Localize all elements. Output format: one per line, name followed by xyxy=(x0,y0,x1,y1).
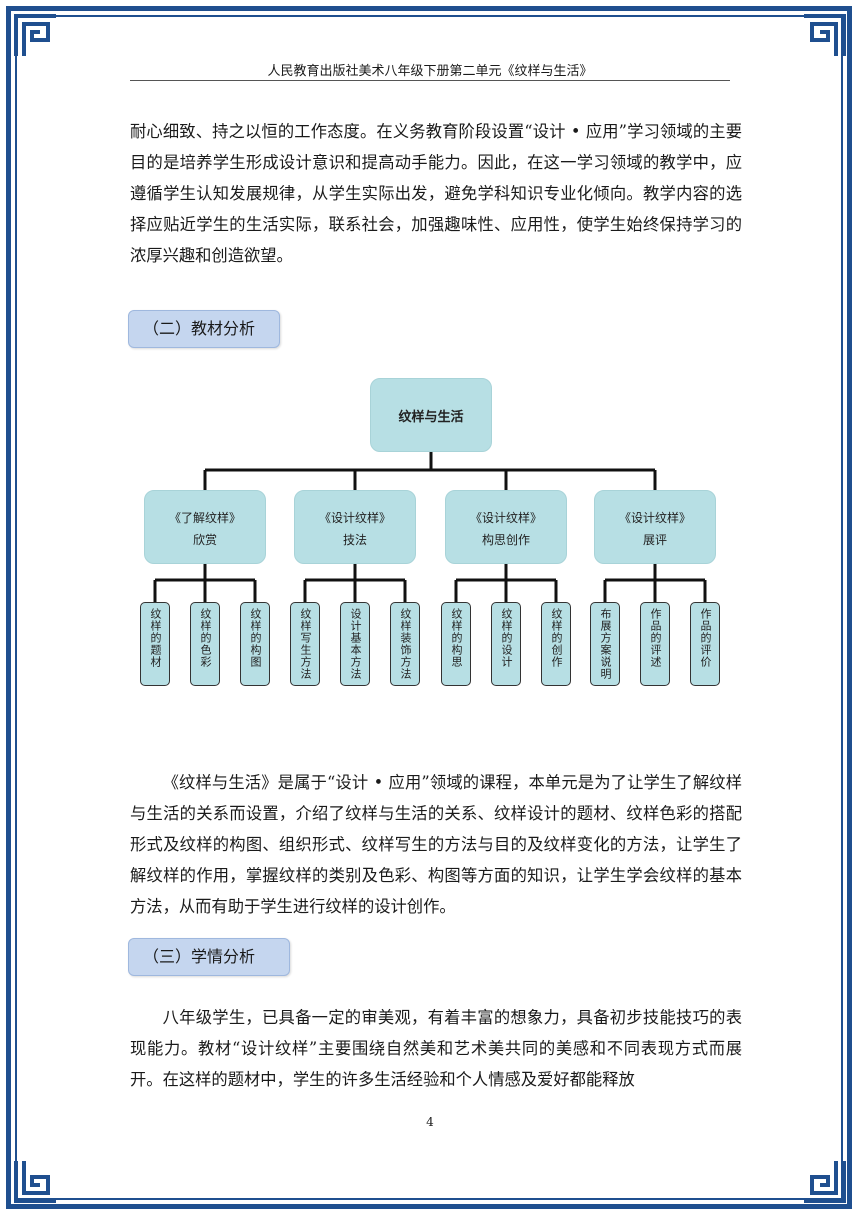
intro-text: 耐心细致、持之以恒的工作态度。在义务教育阶段设置“设计 • 应用”学习领域的主要… xyxy=(130,122,742,265)
branch-subtitle: 展评 xyxy=(642,533,667,547)
analysis-text: 《纹样与生活》是属于“设计 • 应用”领域的课程，本单元是为了让学生了解纹样与生… xyxy=(130,773,742,916)
diagram-leaf-node: 布展方案说明 xyxy=(590,602,620,686)
leaf-label: 纹样的设计 xyxy=(500,608,513,668)
branch-subtitle: 欣赏 xyxy=(192,533,217,547)
intro-paragraph: 耐心细致、持之以恒的工作态度。在义务教育阶段设置“设计 • 应用”学习领域的主要… xyxy=(130,116,742,271)
branch-subtitle: 技法 xyxy=(342,533,367,547)
leaf-label: 纹样写生方法 xyxy=(299,608,312,680)
students-text: 八年级学生，已具备一定的审美观，有着丰富的想象力，具备初步技能技巧的表现能力。教… xyxy=(130,1008,742,1089)
branch-title: 《了解纹样》 xyxy=(168,511,241,525)
leaf-label: 纹样的构思 xyxy=(450,608,463,668)
section-heading-textbook-analysis: （二）教材分析 xyxy=(128,310,280,348)
leaf-label: 作品的评述 xyxy=(649,608,662,668)
branch-subtitle: 构思创作 xyxy=(481,533,530,547)
corner-ornament-bottom-right xyxy=(804,1161,846,1203)
analysis-paragraph: 《纹样与生活》是属于“设计 • 应用”领域的课程，本单元是为了让学生了解纹样与生… xyxy=(130,767,742,922)
diagram-root-node: 纹样与生活 xyxy=(370,378,492,452)
diagram-leaf-node: 纹样的色彩 xyxy=(190,602,220,686)
corner-ornament-top-left xyxy=(14,14,56,56)
leaf-label: 纹样的色彩 xyxy=(199,608,212,668)
page-border-outer xyxy=(6,6,852,1209)
diagram-branch-node: 《设计纹样》构思创作 xyxy=(445,490,567,564)
diagram-leaf-node: 作品的评述 xyxy=(640,602,670,686)
branch-title: 《设计纹样》 xyxy=(469,511,542,525)
diagram-leaf-node: 纹样的设计 xyxy=(491,602,521,686)
diagram-leaf-node: 纹样装饰方法 xyxy=(390,602,420,686)
leaf-label: 纹样的创作 xyxy=(550,608,563,668)
section-heading-student-analysis: （三）学情分析 xyxy=(128,938,290,976)
leaf-label: 布展方案说明 xyxy=(599,608,612,680)
unit-structure-diagram: 纹样与生活《了解纹样》欣赏纹样的题材纹样的色彩纹样的构图《设计纹样》技法纹样写生… xyxy=(130,370,730,700)
branch-title: 《设计纹样》 xyxy=(318,511,391,525)
page-border-inner xyxy=(15,15,843,1200)
running-header: 人民教育出版社美术八年级下册第二单元《纹样与生活》 xyxy=(267,64,593,79)
corner-ornament-bottom-left xyxy=(14,1161,56,1203)
header-divider xyxy=(130,80,730,81)
corner-ornament-top-right xyxy=(804,14,846,56)
diagram-leaf-node: 纹样写生方法 xyxy=(290,602,320,686)
diagram-leaf-node: 纹样的题材 xyxy=(140,602,170,686)
diagram-connectors xyxy=(153,452,707,602)
diagram-leaf-node: 纹样的创作 xyxy=(541,602,571,686)
diagram-leaf-node: 设计基本方法 xyxy=(340,602,370,686)
leaf-label: 纹样的构图 xyxy=(249,608,262,668)
leaf-label: 作品的评价 xyxy=(699,608,712,668)
branch-title: 《设计纹样》 xyxy=(618,511,691,525)
diagram-leaf-node: 纹样的构思 xyxy=(441,602,471,686)
diagram-branch-node: 《设计纹样》技法 xyxy=(294,490,416,564)
students-paragraph: 八年级学生，已具备一定的审美观，有着丰富的想象力，具备初步技能技巧的表现能力。教… xyxy=(130,1002,742,1095)
diagram-leaf-node: 作品的评价 xyxy=(690,602,720,686)
page-number: 4 xyxy=(426,1115,434,1129)
leaf-label: 纹样装饰方法 xyxy=(399,608,412,680)
diagram-branch-node: 《设计纹样》展评 xyxy=(594,490,716,564)
diagram-leaf-node: 纹样的构图 xyxy=(240,602,270,686)
diagram-branch-node: 《了解纹样》欣赏 xyxy=(144,490,266,564)
leaf-label: 设计基本方法 xyxy=(349,608,362,680)
leaf-label: 纹样的题材 xyxy=(149,608,162,668)
